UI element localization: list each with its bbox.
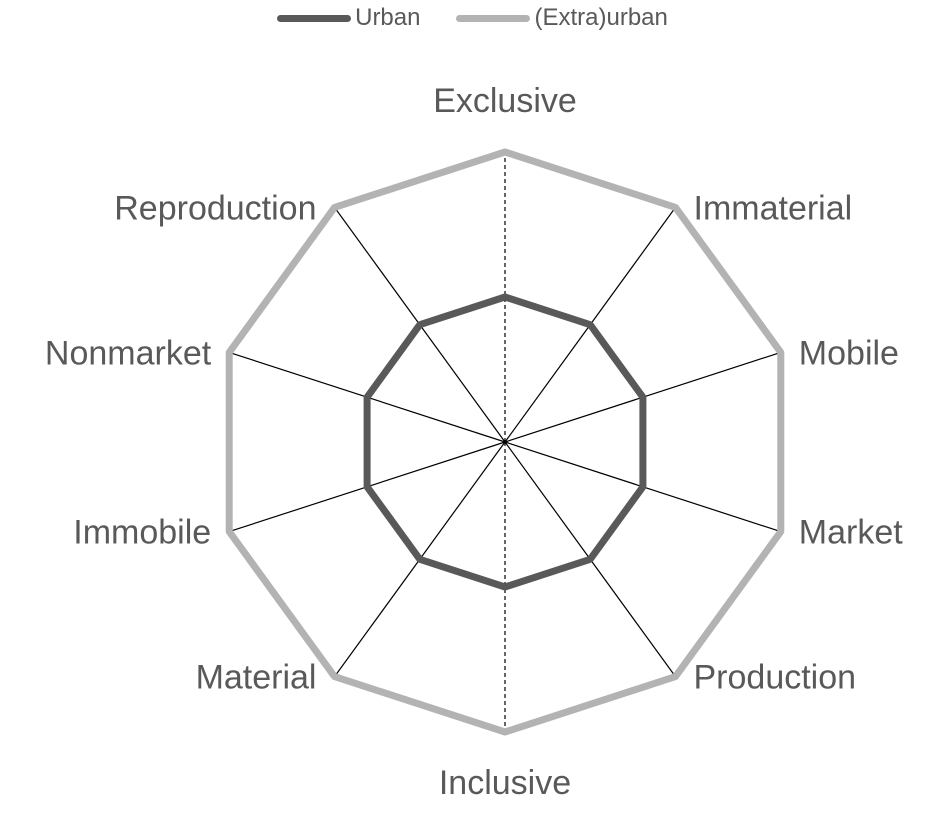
axis-label-production: Production [694, 659, 857, 697]
axis-label-immaterial: Immaterial [694, 189, 853, 227]
legend-item-extraurban: (Extra)urban [456, 4, 668, 32]
legend-item-urban: Urban [277, 4, 420, 32]
axis-label-immobile: Immobile [73, 514, 211, 552]
legend-label-extraurban: (Extra)urban [534, 4, 668, 31]
axis-label-nonmarket: Nonmarket [45, 334, 212, 372]
axis-label-inclusive: Inclusive [439, 764, 571, 802]
series-line-extra-urban [225, 148, 785, 736]
series-line-urban [363, 293, 647, 591]
radar-axis-labels: ExclusiveImmaterialMobileMarketProductio… [45, 82, 903, 802]
axis-label-exclusive: Exclusive [433, 82, 577, 120]
radar-series-layer [225, 148, 785, 736]
axis-label-market: Market [799, 514, 903, 552]
axis-label-material: Material [196, 659, 317, 697]
legend-swatch-urban [277, 14, 352, 22]
chart-legend: Urban (Extra)urban [0, 4, 945, 32]
axis-label-reproduction: Reproduction [114, 189, 316, 227]
legend-swatch-extraurban [456, 14, 531, 22]
axis-label-mobile: Mobile [799, 334, 899, 372]
legend-label-urban: Urban [355, 4, 421, 31]
